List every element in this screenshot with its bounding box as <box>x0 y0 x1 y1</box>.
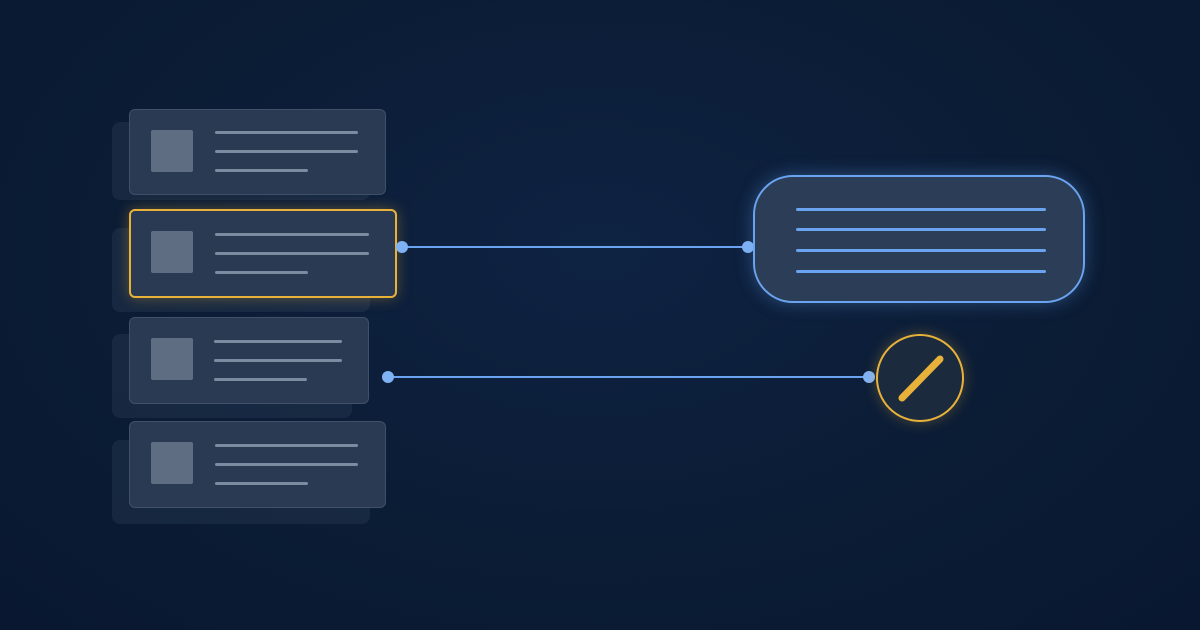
image-placeholder-icon <box>151 231 193 273</box>
text-placeholder-line <box>215 233 369 236</box>
text-placeholder-line <box>215 252 369 255</box>
text-placeholder-line <box>215 444 358 447</box>
text-placeholder-line <box>215 482 308 485</box>
bubble-text-line <box>796 208 1046 211</box>
bubble-text-line <box>796 249 1046 252</box>
connector-end-dot <box>742 241 754 253</box>
image-placeholder-icon <box>151 442 193 484</box>
text-placeholder-line <box>214 340 342 343</box>
text-placeholder-line <box>215 150 358 153</box>
text-placeholder-line <box>215 131 358 134</box>
slash-icon <box>898 355 944 402</box>
list-card-3[interactable] <box>129 317 369 404</box>
text-placeholder-line <box>215 271 308 274</box>
connector-start-dot <box>382 371 394 383</box>
list-card-1[interactable] <box>129 109 386 195</box>
text-bubble[interactable] <box>753 175 1085 303</box>
connector-end-dot <box>863 371 875 383</box>
text-placeholder-line <box>214 359 342 362</box>
connector-start-dot <box>396 241 408 253</box>
bubble-text-line <box>796 270 1046 273</box>
bubble-text-line <box>796 228 1046 231</box>
disabled-badge[interactable] <box>876 334 964 422</box>
list-card-2[interactable] <box>129 209 397 298</box>
text-placeholder-line <box>215 169 308 172</box>
image-placeholder-icon <box>151 130 193 172</box>
image-placeholder-icon <box>151 338 193 380</box>
list-card-4[interactable] <box>129 421 386 508</box>
text-placeholder-line <box>215 463 358 466</box>
text-placeholder-line <box>214 378 307 381</box>
